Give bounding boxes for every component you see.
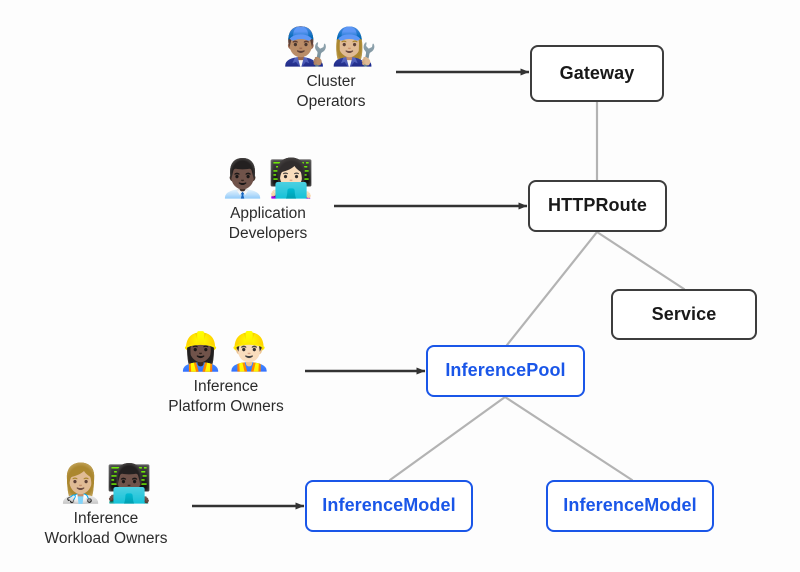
persona-cluster-operators: 👨🏽‍🔧👩🏼‍🔧 Cluster Operators: [226, 28, 436, 112]
persona-inference-workload-owners-label: Inference Workload Owners: [45, 509, 168, 549]
persona-label-line2: Workload Owners: [44, 530, 168, 548]
node-inferencepool-label: InferencePool: [445, 360, 566, 381]
persona-label-line1: Cluster: [306, 73, 356, 90]
node-httproute-label: HTTPRoute: [548, 195, 647, 216]
edge-httproute-inferencepool: [505, 230, 599, 347]
persona-inference-platform-owners-label: Inference Platform Owners: [168, 377, 283, 417]
persona-label-line1: Application: [230, 205, 306, 222]
persona-application-developers-label: Application Developers: [229, 204, 307, 244]
persona-label-line2: Operators: [296, 93, 366, 111]
persona-label-line1: Inference: [193, 378, 259, 395]
node-gateway-label: Gateway: [559, 62, 635, 83]
node-gateway[interactable]: Gateway: [530, 45, 664, 102]
mechanic-pair-emoji: 👨🏽‍🔧👩🏼‍🔧: [282, 26, 380, 67]
node-inferencemodel-left[interactable]: InferenceModel: [305, 480, 473, 532]
node-inferencemodel-right-label: InferenceModel: [563, 495, 697, 516]
persona-cluster-operators-label: Cluster Operators: [297, 72, 366, 112]
node-httproute[interactable]: HTTPRoute: [528, 180, 667, 232]
persona-application-developers: 👨🏿‍💼👩🏻‍💻 Application Developers: [163, 160, 373, 244]
node-service[interactable]: Service: [611, 289, 757, 340]
node-inferencepool[interactable]: InferencePool: [426, 345, 585, 397]
edge-httproute-service: [595, 230, 686, 291]
persona-label-line2: Developers: [228, 225, 308, 243]
edge-inferencepool-inferencemodel-left: [388, 395, 507, 482]
node-inferencemodel-right[interactable]: InferenceModel: [546, 480, 714, 532]
persona-inference-platform-owners: 👷🏿‍♀️👷🏻‍♂️ Inference Platform Owners: [121, 333, 331, 417]
persona-label-line1: Inference: [73, 510, 139, 527]
construction-worker-pair-emoji: 👷🏿‍♀️👷🏻‍♂️: [177, 331, 275, 372]
health-worker-technologist-pair-emoji: 👩🏼‍⚕️👨🏿‍💻: [57, 463, 155, 504]
edge-inferencepool-inferencemodel-right: [503, 395, 634, 482]
node-service-label: Service: [651, 303, 717, 324]
office-worker-technologist-pair-emoji: 👨🏿‍💼👩🏻‍💻: [219, 158, 317, 199]
persona-inference-workload-owners: 👩🏼‍⚕️👨🏿‍💻 Inference Workload Owners: [1, 465, 211, 549]
node-inferencemodel-left-label: InferenceModel: [322, 495, 456, 516]
persona-label-line2: Platform Owners: [168, 398, 284, 416]
